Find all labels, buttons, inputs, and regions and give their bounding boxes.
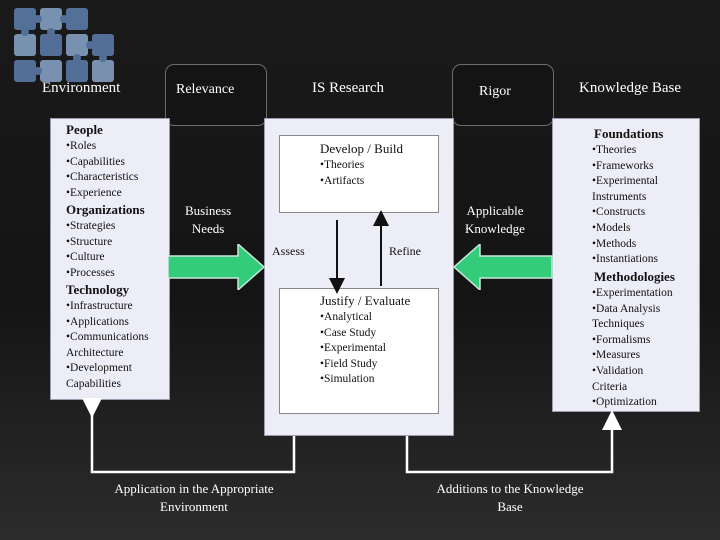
rigor-tab <box>452 64 554 126</box>
environment-panel <box>50 118 170 400</box>
refine-label: Refine <box>389 244 421 258</box>
feedback-lines <box>82 398 622 474</box>
develop-build-box <box>279 135 439 213</box>
people-list: •Roles •Capabilities •Characteristics •E… <box>66 140 139 199</box>
technology-list: •Infrastructure •Applications •Communica… <box>66 300 149 390</box>
additions-line <box>405 410 622 474</box>
knowledge-base-panel <box>552 118 700 412</box>
applicable-knowledge-label: Applicable Knowledge <box>465 203 525 236</box>
develop-build-title: Develop / Build <box>320 141 404 156</box>
business-needs-label: Business Needs <box>185 203 232 236</box>
additions-knowledge-base-label: Additions to the Knowledge Base <box>436 481 584 514</box>
organizations-title: Organizations <box>66 202 145 217</box>
knowledge-base-header: Knowledge Base <box>579 80 682 96</box>
applicable-knowledge-arrow <box>452 244 553 290</box>
assess-refine-arrows <box>329 210 389 294</box>
methodologies-list: •Experimentation •Data Analysis Techniqu… <box>592 287 673 409</box>
foundations-list: •Theories •Frameworks •Experimental Inst… <box>592 144 658 266</box>
relevance-tab <box>165 64 267 126</box>
environment-header: Environment <box>42 80 121 96</box>
methodologies-title: Methodologies <box>594 269 675 284</box>
business-needs-arrow <box>168 244 266 290</box>
application-environment-label: Application in the Appropriate Environme… <box>114 481 274 514</box>
technology-title: Technology <box>66 282 130 297</box>
develop-build-list: •Theories •Artifacts <box>320 159 365 187</box>
assess-label: Assess <box>272 244 305 258</box>
justify-evaluate-box <box>279 288 439 414</box>
people-title: People <box>66 122 103 137</box>
foundations-title: Foundations <box>594 126 664 141</box>
is-research-header: IS Research <box>312 80 385 96</box>
puzzle-logo-icon <box>14 8 114 82</box>
organizations-list: •Strategies •Structure •Culture •Process… <box>66 220 116 279</box>
relevance-header: Relevance <box>176 82 235 97</box>
justify-evaluate-title: Justify / Evaluate <box>320 293 411 308</box>
justify-evaluate-list: •Analytical •Case Study •Experimental •F… <box>320 311 386 386</box>
application-line <box>82 398 296 474</box>
rigor-header: Rigor <box>479 84 511 99</box>
